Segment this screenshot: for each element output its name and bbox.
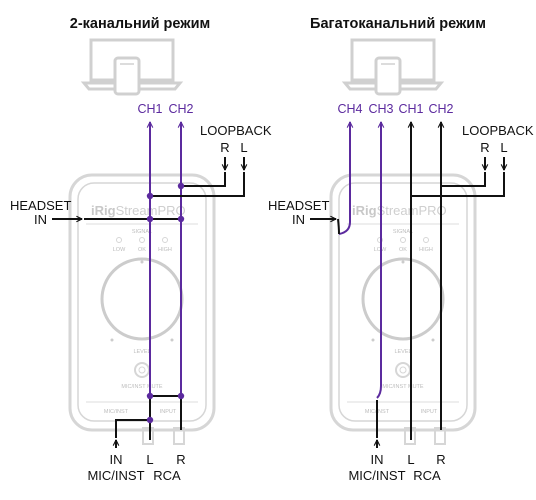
- left-headset-in-label: IN: [34, 212, 47, 227]
- right-ch3-line: [376, 122, 381, 399]
- left-ch2-label: CH2: [168, 102, 193, 116]
- right-rca-label: RCA: [413, 468, 441, 483]
- left-panel-title: 2-канальний режим: [70, 16, 210, 32]
- irig-stream-pro-device: iRigStreamPRO SIGNAL LOW OK HIGH LEVEL M…: [68, 173, 216, 445]
- right-loopback-l: L: [500, 140, 507, 155]
- right-loopback-label: LOOPBACK: [462, 123, 534, 138]
- right-ch2-label: CH2: [428, 102, 453, 116]
- irig-stream-pro-device: iRigStreamPRO SIGNAL LOW OK HIGH LEVEL M…: [329, 173, 477, 445]
- level-label: LEVEL: [133, 349, 150, 355]
- laptop-tablet-icon: [341, 38, 445, 96]
- laptop-tablet-icon: [80, 38, 184, 96]
- left-headset-label: HEADSET: [10, 198, 71, 213]
- left-ch1-label: CH1: [137, 102, 162, 116]
- right-ch3-label: CH3: [368, 102, 393, 116]
- left-rca-label: RCA: [153, 468, 181, 483]
- left-r-label: R: [176, 452, 185, 467]
- mute-label: MIC/INST MUTE: [382, 384, 423, 390]
- device-brand-bold: iRig: [352, 203, 377, 218]
- right-headset-label: HEADSET: [268, 198, 329, 213]
- right-loopback-r-wire: [441, 172, 486, 187]
- level-label: LEVEL: [394, 349, 411, 355]
- left-mic-inst-label: MIC/INST: [87, 468, 144, 483]
- right-ch4-line: [338, 122, 350, 235]
- led-ok-label: OK: [138, 247, 146, 253]
- right-ch1-label: CH1: [398, 102, 423, 116]
- led-ok-label: OK: [399, 247, 407, 253]
- right-loopback-l-wire: [411, 172, 505, 197]
- signal-label: SIGNAL: [132, 229, 152, 235]
- left-loopback-label: LOOPBACK: [200, 123, 272, 138]
- right-r-label: R: [436, 452, 445, 467]
- mic-inst-jack-label: MIC/INST: [104, 409, 129, 415]
- led-high-label: HIGH: [158, 247, 172, 253]
- left-mic-wire: [115, 419, 150, 438]
- left-junction-dots: [146, 182, 185, 424]
- left-loopback-r: R: [220, 140, 229, 155]
- device-brand: iRigStreamPRO: [352, 203, 447, 218]
- right-panel-title: Багатоканальний режим: [310, 16, 486, 32]
- input-jack-label: INPUT: [421, 409, 438, 415]
- panel-two-channel-mode: 2-канальний режим iRigStreamPRO SIGNAL L…: [10, 16, 272, 483]
- led-low-label: LOW: [113, 247, 126, 253]
- right-l-label: L: [407, 452, 414, 467]
- input-jack-label: INPUT: [160, 409, 177, 415]
- left-l-label: L: [146, 452, 153, 467]
- device-brand: iRigStreamPRO: [91, 203, 186, 218]
- right-headset-in-label: IN: [292, 212, 305, 227]
- left-loopback-l: L: [240, 140, 247, 155]
- left-loopback-r-wire: [181, 172, 226, 187]
- led-high-label: HIGH: [419, 247, 433, 253]
- left-in-label: IN: [110, 452, 123, 467]
- mute-label: MIC/INST MUTE: [121, 384, 162, 390]
- right-loopback-r: R: [480, 140, 489, 155]
- left-loopback-l-wire: [150, 172, 245, 197]
- signal-label: SIGNAL: [393, 229, 413, 235]
- panel-multichannel-mode: Багатоканальний режим iRigStreamPRO SIGN…: [268, 16, 534, 483]
- right-ch4-label: CH4: [337, 102, 362, 116]
- right-mic-inst-label: MIC/INST: [348, 468, 405, 483]
- right-in-label: IN: [371, 452, 384, 467]
- device-brand-bold: iRig: [91, 203, 116, 218]
